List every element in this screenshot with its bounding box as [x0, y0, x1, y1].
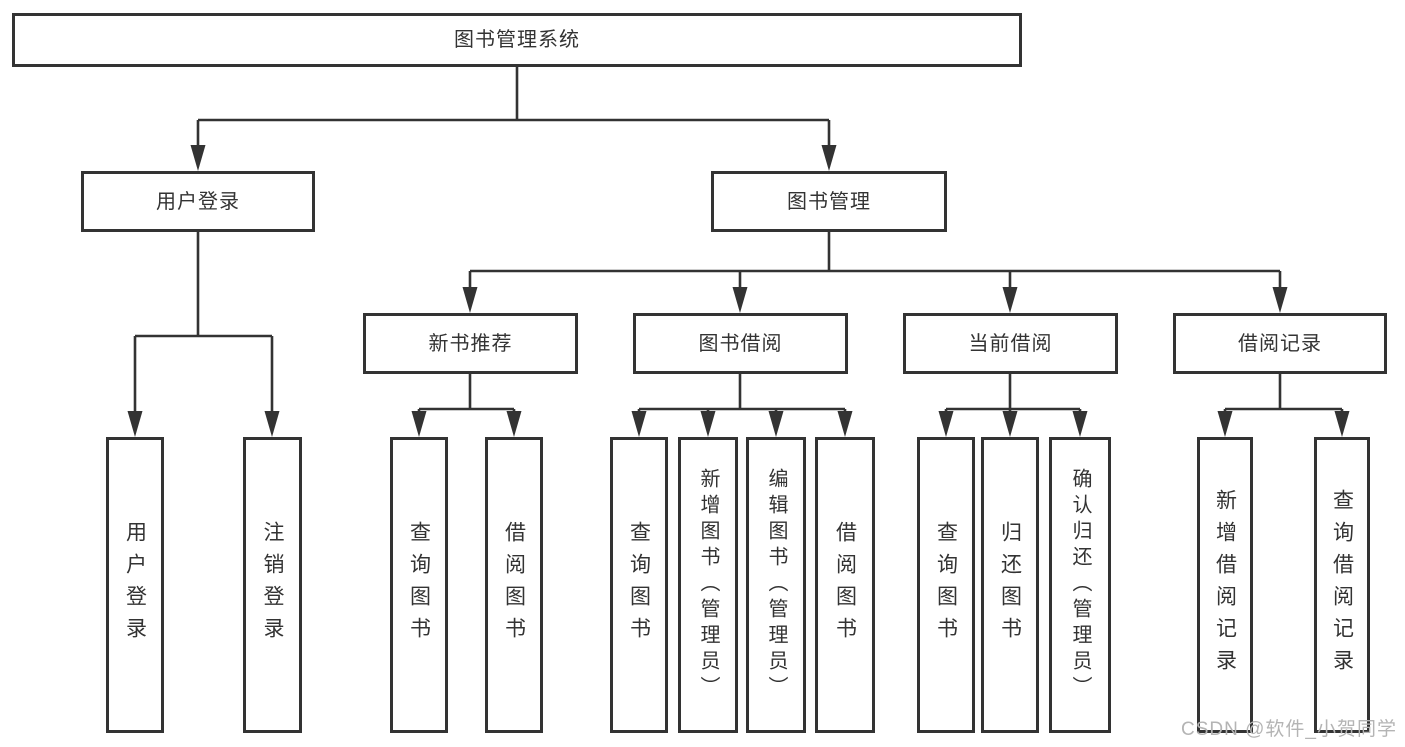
node-label: 借阅图书 [833, 521, 857, 649]
node-label: 当前借阅 [968, 332, 1053, 355]
node-label: 用户登录 [123, 521, 147, 649]
node-label: 图书管理 [787, 190, 871, 213]
leaf-cb-return-books: 归还图书 [981, 437, 1039, 733]
leaf-nbr-borrow-books: 借阅图书 [485, 437, 543, 733]
node-book-management: 图书管理 [711, 171, 947, 232]
node-book-borrowing: 图书借阅 [633, 313, 848, 374]
node-label: 借阅图书 [502, 521, 526, 649]
node-borrowing-records: 借阅记录 [1173, 313, 1387, 374]
leaf-cb-query-books: 查询图书 [917, 437, 975, 733]
leaf-bb-edit-books-admin: 编辑图书（管理员） [746, 437, 806, 733]
node-label: 图书管理系统 [454, 29, 580, 51]
node-label: 用户登录 [156, 190, 240, 213]
node-label: 归还图书 [998, 521, 1022, 649]
leaf-nbr-query-books: 查询图书 [390, 437, 448, 733]
watermark: CSDN @软件_小贺同学 [1181, 719, 1397, 740]
node-label: 新增借阅记录 [1213, 489, 1237, 681]
node-label: 查询图书 [934, 521, 958, 649]
leaf-user-login: 用户登录 [106, 437, 164, 733]
leaf-bb-query-books: 查询图书 [610, 437, 668, 733]
node-label: 编辑图书（管理员） [765, 468, 787, 702]
node-label: 查询借阅记录 [1330, 489, 1354, 681]
node-label: 查询图书 [407, 521, 431, 649]
node-label: 查询图书 [627, 521, 651, 649]
node-user-login: 用户登录 [81, 171, 315, 232]
node-current-borrowing: 当前借阅 [903, 313, 1118, 374]
leaf-logout: 注销登录 [243, 437, 302, 733]
node-book-management-system: 图书管理系统 [12, 13, 1022, 67]
node-label: 借阅记录 [1238, 332, 1322, 355]
node-label: 新增图书（管理员） [697, 468, 719, 702]
node-label: 图书借阅 [698, 332, 783, 355]
node-label: 注销登录 [261, 521, 284, 649]
leaf-cb-confirm-return-admin: 确认归还（管理员） [1049, 437, 1111, 733]
node-label: 确认归还（管理员） [1069, 468, 1091, 702]
leaf-br-add-record: 新增借阅记录 [1197, 437, 1253, 733]
leaf-bb-borrow-books: 借阅图书 [815, 437, 875, 733]
node-new-book-recommend: 新书推荐 [363, 313, 578, 374]
node-label: 新书推荐 [428, 332, 513, 355]
leaf-br-query-record: 查询借阅记录 [1314, 437, 1370, 733]
leaf-bb-add-books-admin: 新增图书（管理员） [678, 437, 738, 733]
